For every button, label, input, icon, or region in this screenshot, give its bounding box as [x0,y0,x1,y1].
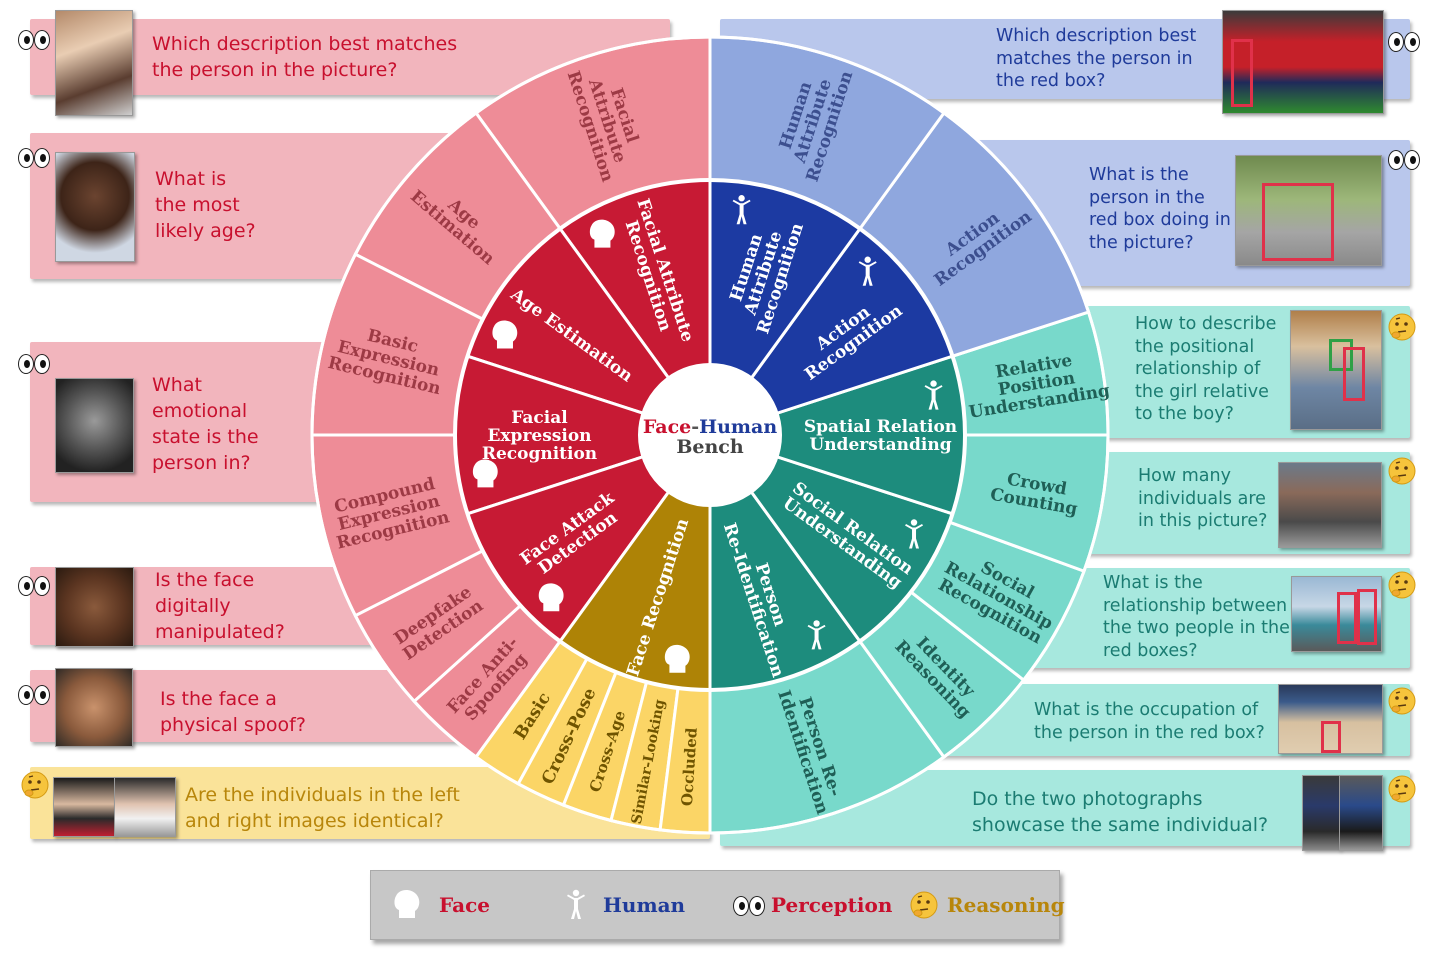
photo-queen-left-thumbnail [53,777,115,837]
head-silhouette-icon [394,890,420,918]
thinking-face-icon [1388,313,1416,341]
thinking-face-icon [1388,775,1416,803]
eyes-icon [18,352,52,374]
red-box-highlight [1343,347,1365,401]
center-title: Face-Human [643,416,777,438]
thinking-face-icon [1388,571,1416,599]
legend-human-label: Human [603,893,686,917]
red-box-highlight [1357,589,1377,645]
photo-face-deepfake-thumbnail [55,567,134,647]
question-expression: What emotional state is the person in? [152,374,259,474]
eyes-icon [18,28,52,50]
eyes-icon [18,683,52,705]
center-hub [638,363,782,507]
question-identity: What is the occupation of the person in … [1034,700,1265,743]
photo-person-reid-left-thumbnail [1302,775,1340,851]
legend-perception-label: Perception [771,893,893,917]
center-subtitle: Bench [676,436,744,458]
human-figure-icon [567,889,585,919]
red-box-highlight [1231,39,1253,107]
red-box-highlight [1262,183,1334,261]
question-age: What is the most likely age? [155,168,256,242]
wheel-ring-divider [453,178,967,692]
photo-woman-thumbnail [55,10,133,116]
photo-beach-volleyball-thumbnail [1278,684,1383,754]
photo-cyclist-thumbnail [1235,155,1382,266]
question-relative-position: How to describe the positional relations… [1135,314,1277,424]
photo-young-man-thumbnail [55,152,135,262]
photo-person-reid-right-thumbnail [1339,775,1383,851]
photo-children-playroom-thumbnail [1290,310,1382,430]
photo-two-people-thumbnail [1291,576,1382,652]
question-face-recognition: Are the individuals in the left and righ… [185,784,460,832]
question-facial-attribute: Which description best matches the perso… [152,33,458,81]
thinking-face-icon [910,891,938,919]
question-human-attribute: Which description best matches the perso… [996,26,1197,91]
photo-crowd-thumbnail [1278,462,1382,548]
outer-label-occluded: Occluded [678,727,701,807]
thinking-face-icon [1388,457,1416,485]
question-crowd: How many individuals are in this picture… [1138,466,1268,531]
question-social-relationship: What is the relationship between the two… [1103,573,1290,661]
eyes-icon [1388,30,1422,52]
eyes-icon [733,894,767,916]
red-box-highlight [1337,592,1357,644]
photo-face-spoof-thumbnail [55,668,133,747]
eyes-icon [1388,148,1422,170]
eyes-icon [18,146,52,168]
thinking-face-icon [1388,687,1416,715]
legend-face-label: Face [439,893,490,917]
question-spoof: Is the face a physical spoof? [160,688,306,736]
legend-reasoning-label: Reasoning [947,893,1065,917]
red-box-highlight [1321,721,1341,753]
question-person-reid: Do the two photographs showcase the same… [972,788,1269,836]
photo-queen-right-thumbnail [114,777,176,837]
photo-boy-expression-thumbnail [55,378,134,473]
legend: Face Human Perception Reasoning [370,870,1065,940]
question-action: What is the person in the red box doing … [1089,165,1231,253]
green-box-highlight [1329,339,1353,371]
thinking-face-icon [21,771,49,799]
photo-football-team-thumbnail [1222,10,1384,114]
wheel-outer-edge [310,35,1110,835]
eyes-icon [18,574,52,596]
question-deepfake: Is the face digitally manipulated? [155,569,285,643]
